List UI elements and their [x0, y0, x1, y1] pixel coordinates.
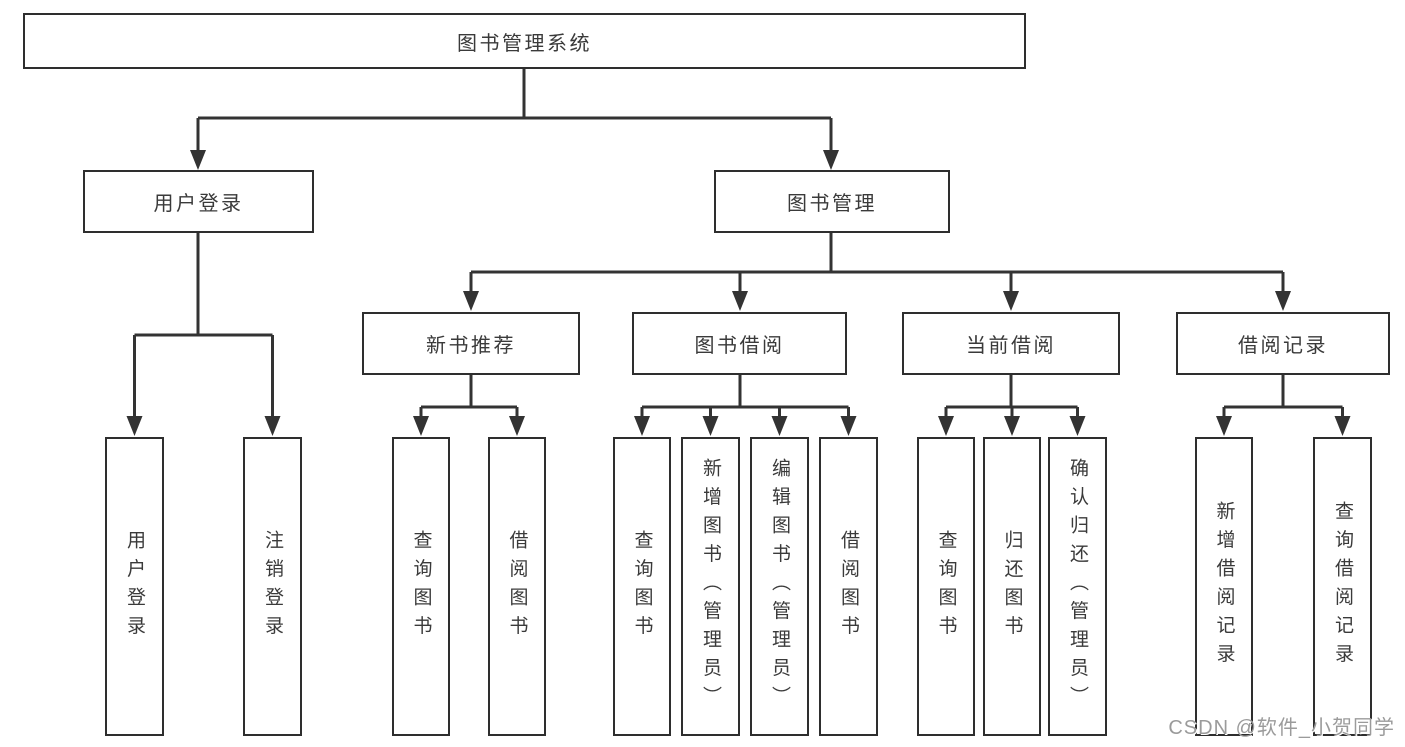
node-new-book-recommend-label: 新书推荐 [426, 335, 516, 357]
leaf-borrow-books-recommend-label: 借阅图书 [506, 529, 528, 644]
node-current-borrow: 当前借阅 [902, 312, 1120, 375]
leaf-query-books-borrow-label: 查询图书 [631, 529, 653, 644]
leaf-query-books-current-label: 查询图书 [935, 529, 957, 644]
node-new-book-recommend: 新书推荐 [362, 312, 580, 375]
node-book-management: 图书管理 [714, 170, 950, 233]
node-book-borrow-label: 图书借阅 [694, 335, 785, 357]
leaf-logout: 注销登录 [243, 437, 302, 736]
leaf-return-books: 归还图书 [983, 437, 1041, 736]
node-current-borrow-label: 当前借阅 [966, 335, 1056, 357]
leaf-add-books-admin: 新增图书（管理员） [681, 437, 740, 736]
node-book-borrow: 图书借阅 [632, 312, 847, 375]
leaf-confirm-return-admin: 确认归还（管理员） [1048, 437, 1107, 736]
node-borrow-records: 借阅记录 [1176, 312, 1390, 375]
leaf-borrow-books: 借阅图书 [819, 437, 878, 736]
leaf-borrow-books-recommend: 借阅图书 [488, 437, 546, 736]
leaf-user-login: 用户登录 [105, 437, 164, 736]
leaf-return-books-label: 归还图书 [1001, 529, 1023, 644]
leaf-add-borrow-record-label: 新增借阅记录 [1213, 501, 1235, 672]
node-root-label: 图书管理系统 [457, 32, 592, 55]
leaf-query-books-recommend: 查询图书 [392, 437, 450, 736]
node-borrow-records-label: 借阅记录 [1238, 335, 1328, 357]
leaf-edit-books-admin-label: 编辑图书（管理员） [769, 458, 790, 715]
leaf-query-borrow-record-label: 查询借阅记录 [1332, 501, 1353, 672]
leaf-query-borrow-record: 查询借阅记录 [1313, 437, 1372, 736]
leaf-add-borrow-record: 新增借阅记录 [1195, 437, 1253, 736]
leaf-query-books-borrow: 查询图书 [613, 437, 671, 736]
leaf-query-books-recommend-label: 查询图书 [410, 529, 432, 644]
leaf-edit-books-admin: 编辑图书（管理员） [750, 437, 809, 736]
leaf-logout-label: 注销登录 [262, 529, 283, 644]
node-book-management-label: 图书管理 [787, 193, 877, 215]
leaf-add-books-admin-label: 新增图书（管理员） [700, 458, 721, 715]
leaf-confirm-return-admin-label: 确认归还（管理员） [1067, 458, 1088, 715]
leaf-query-books-current: 查询图书 [917, 437, 975, 736]
node-user-login: 用户登录 [83, 170, 314, 233]
node-user-login-label: 用户登录 [153, 193, 244, 215]
leaf-borrow-books-label: 借阅图书 [838, 529, 859, 644]
csdn-watermark: CSDN @软件_小贺同学 [1168, 717, 1395, 739]
node-root: 图书管理系统 [23, 13, 1026, 69]
leaf-user-login-label: 用户登录 [124, 529, 145, 644]
arrowhead-icons [126, 150, 1351, 436]
